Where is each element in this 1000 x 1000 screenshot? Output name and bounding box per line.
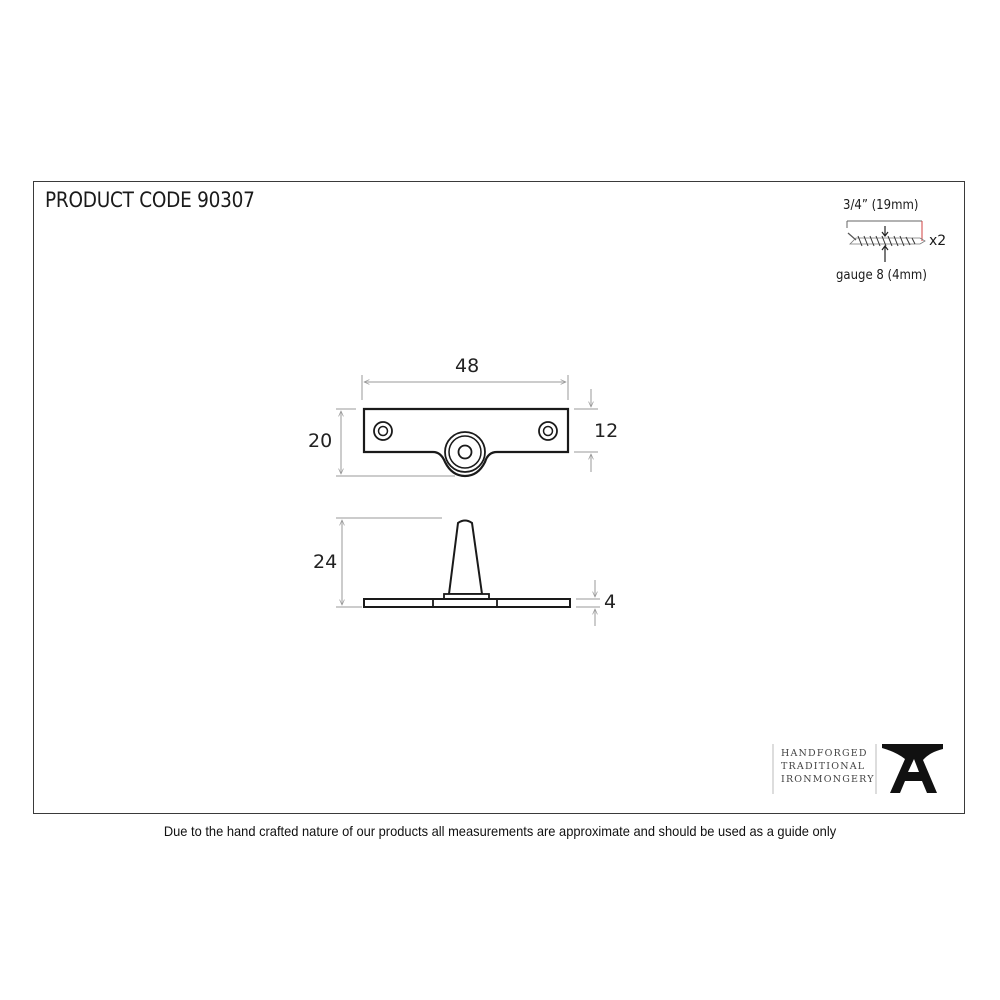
thickness-dimension-4: 4 [604, 591, 617, 613]
logo-line-3: IRONMONGERY [781, 774, 875, 785]
screw-hole-left [373, 421, 393, 441]
pivot-pin [447, 519, 484, 595]
product-code: PRODUCT CODE 90307 [45, 188, 255, 212]
base-plate [363, 598, 571, 608]
height-dimension-20: 20 [308, 430, 333, 452]
height-dimension-24: 24 [313, 551, 338, 573]
brand-logo-text: HANDFORGED TRADITIONAL IRONMONGERY [781, 747, 875, 786]
screw-hole-right [538, 421, 558, 441]
logo-line-2: TRADITIONAL [781, 761, 866, 772]
drawing-frame [33, 181, 965, 814]
top-view [336, 375, 598, 478]
plate-height-dimension-12: 12 [594, 420, 619, 442]
disclaimer: Due to the hand crafted nature of our pr… [163, 823, 837, 839]
logo-line-1: HANDFORGED [781, 748, 868, 759]
screw-icon [846, 220, 926, 262]
screw-quantity-label: x2 [929, 233, 947, 249]
screw-length-label: 3/4” (19mm) [843, 198, 919, 213]
side-view [336, 517, 600, 626]
anvil-icon [882, 744, 943, 793]
width-dimension-48: 48 [455, 355, 480, 377]
pin-boss [444, 431, 486, 473]
screw-gauge-label: gauge 8 (4mm) [836, 268, 927, 283]
